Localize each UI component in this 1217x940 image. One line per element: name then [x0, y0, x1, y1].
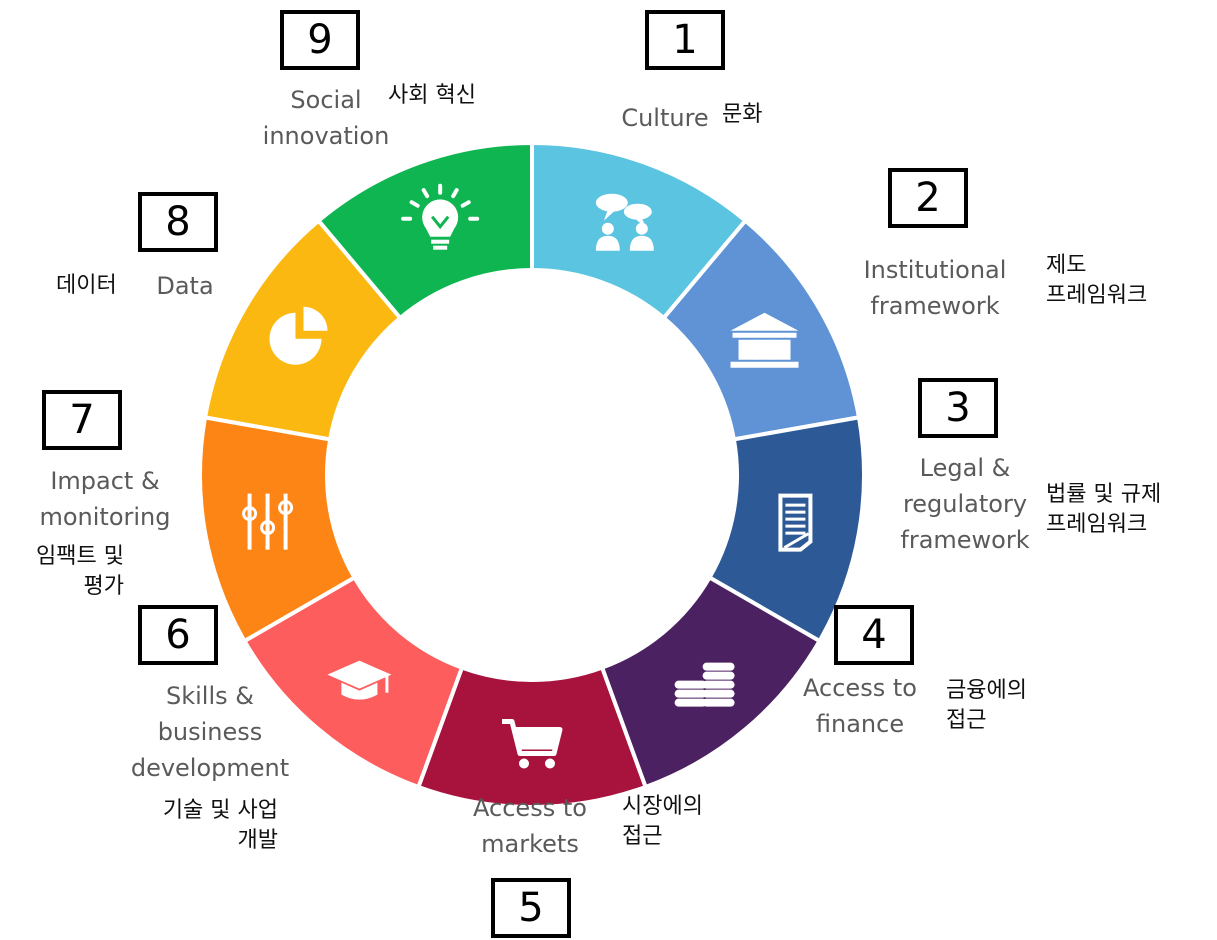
number-box-5: 5 — [491, 878, 571, 938]
graduation-cap-icon — [327, 660, 392, 700]
label-en-9: Social innovation — [262, 86, 390, 150]
label-ko-3: 법률 및 규제 프레임워크 — [1046, 482, 1162, 537]
label-ko-7: 임팩트 및 평가 — [36, 544, 124, 599]
number-box-4: 4 — [834, 605, 914, 665]
label-en-1: Culture — [621, 104, 709, 132]
shopping-cart-icon — [502, 719, 563, 769]
number-box-6: 6 — [138, 605, 218, 665]
pie-chart-icon — [269, 306, 328, 365]
label-en-3: Legal & regulatory framework — [900, 454, 1030, 554]
label-ko-6: 기술 및 사업 개발 — [162, 798, 278, 853]
label-en-2: Institutional framework — [863, 256, 1007, 320]
people-talking-icon — [595, 193, 654, 251]
lightbulb-icon — [401, 183, 480, 250]
institution-building-icon — [730, 312, 799, 368]
number-box-1: 1 — [645, 10, 725, 70]
number-box-3: 3 — [918, 378, 998, 438]
label-en-7: Impact & monitoring — [39, 467, 171, 531]
label-en-6: Skills & business development — [130, 682, 290, 782]
label-en-5: Access to markets — [473, 794, 587, 858]
label-ko-2: 제도 프레임워크 — [1046, 253, 1148, 308]
number-box-8: 8 — [138, 192, 218, 252]
number-box-2: 2 — [888, 168, 968, 228]
sliders-icon — [242, 493, 294, 550]
segment-9 — [315, 140, 534, 321]
label-ko-1: 문화 — [722, 102, 763, 127]
label-ko-4: 금융에의 접근 — [946, 678, 1027, 733]
label-en-4: Access to finance — [803, 674, 917, 738]
coin-stack-icon — [674, 662, 735, 707]
label-ko-8: 데이터 — [56, 273, 117, 298]
number-box-7: 7 — [42, 390, 122, 450]
label-ko-5: 시장에의 접근 — [622, 794, 703, 849]
label-ko-9: 사회 혁신 — [388, 83, 476, 108]
label-en-8: Data — [156, 272, 214, 300]
legal-document-icon — [778, 493, 813, 552]
number-box-9: 9 — [280, 10, 360, 70]
